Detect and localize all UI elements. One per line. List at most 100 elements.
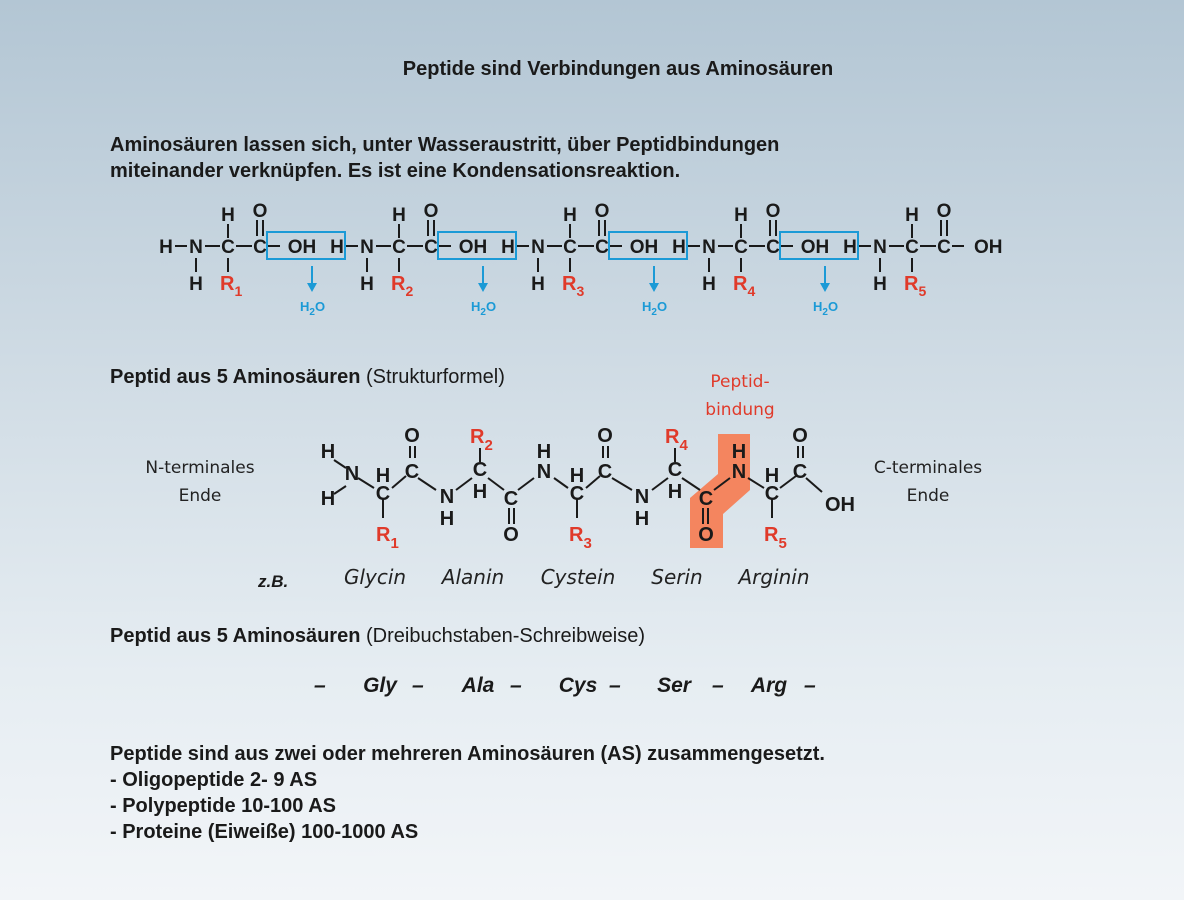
rx-nitrogen: N — [189, 237, 203, 258]
rx-hydroxyl: OH — [288, 237, 317, 258]
svg-text:OH: OH — [825, 494, 855, 516]
rx-r-group: R2 — [391, 273, 413, 299]
svg-text:C: C — [765, 483, 779, 505]
svg-text:C: C — [405, 461, 419, 483]
rx-carbonyl-o: O — [424, 201, 439, 222]
rx-carboxyl-carbon: C — [253, 237, 267, 258]
rx-alpha-h: H — [563, 205, 577, 226]
rx-arrow-head — [307, 283, 317, 292]
sequence-code: Cys — [558, 674, 598, 697]
sequence-dash: – — [712, 674, 724, 697]
rx-water-box — [608, 231, 688, 260]
structure-header-bold: Peptid aus 5 Aminosäuren — [110, 366, 361, 388]
rx-alpha-carbon: C — [392, 237, 406, 258]
three-letter-header-normal: (Dreibuchstaben-Schreibweise) — [366, 625, 646, 647]
svg-text:O: O — [792, 425, 808, 447]
sequence-code: Ala — [461, 674, 495, 697]
svg-text:H: H — [765, 465, 779, 487]
rx-amino-h: H — [159, 237, 173, 258]
rx-alpha-h: H — [905, 205, 919, 226]
sequence-dash: – — [804, 674, 816, 697]
c-terminal-line-1: C-terminales — [873, 458, 983, 478]
sequence-dash: – — [412, 674, 424, 697]
sequence-dash: – — [609, 674, 621, 697]
rx-carbonyl-o: O — [937, 201, 952, 222]
rx-r-group: R3 — [562, 273, 584, 299]
rx-terminal-hydroxyl: OH — [974, 237, 1003, 258]
rx-arrow-head — [478, 283, 488, 292]
rx-water-label: H2O — [471, 299, 496, 318]
rx-amino-h: H — [330, 237, 344, 258]
structure-r4: R4 — [665, 426, 688, 454]
svg-text:C: C — [570, 483, 584, 505]
summary-block: Peptide sind aus zwei oder mehreren Amin… — [110, 741, 825, 845]
peptide-bond-label: Peptid- bindung — [690, 368, 790, 424]
rx-water-box — [437, 231, 517, 260]
rx-r-group: R5 — [904, 273, 926, 299]
rx-amino-h: H — [672, 237, 686, 258]
svg-text:H: H — [473, 481, 487, 503]
svg-text:C: C — [598, 461, 612, 483]
rx-nitrogen: N — [360, 237, 374, 258]
sequence-code: Arg — [750, 674, 788, 697]
svg-text:H: H — [440, 508, 454, 530]
svg-text:H: H — [732, 441, 746, 463]
rx-carboxyl-carbon: C — [424, 237, 438, 258]
three-letter-header: Peptid aus 5 Aminosäuren (Dreibuchstaben… — [110, 625, 645, 648]
svg-text:H: H — [321, 488, 335, 510]
svg-text:H: H — [668, 481, 682, 503]
amino-acid-name: Glycin — [343, 565, 407, 589]
rx-water-label: H2O — [642, 299, 667, 318]
rx-carboxyl-carbon: C — [766, 237, 780, 258]
peptide-bond-label-line-2: bindung — [705, 400, 775, 420]
svg-text:C: C — [699, 488, 713, 510]
sequence-code: Ser — [657, 674, 691, 697]
intro-line-2: miteinander verknüpfen. Es ist eine Kond… — [110, 160, 681, 182]
amino-acid-name: Alanin — [441, 565, 505, 589]
rx-alpha-carbon: C — [221, 237, 235, 258]
c-terminal-label: C-terminales Ende — [868, 454, 988, 510]
rx-water-label: H2O — [300, 299, 325, 318]
rx-nitrogen: N — [531, 237, 545, 258]
structure-r5: R5 — [764, 524, 787, 552]
rx-amine-h: H — [360, 274, 374, 295]
svg-text:N: N — [635, 486, 649, 508]
rx-amine-h: H — [702, 274, 716, 295]
rx-carbonyl-o: O — [595, 201, 610, 222]
rx-nitrogen: N — [873, 237, 887, 258]
rx-amino-h: H — [843, 237, 857, 258]
sequence-dash: – — [314, 674, 326, 697]
n-terminal-line-2: Ende — [178, 486, 222, 506]
summary-item-polypeptide: - Polypeptide 10-100 AS — [110, 795, 336, 817]
structure-r3: R3 — [569, 524, 592, 552]
peptide-bond-highlight — [690, 434, 750, 548]
rx-carbonyl-o: O — [766, 201, 781, 222]
structure-atoms: H N H H C O C N H C H C O H N H C O C N … — [321, 425, 855, 546]
rx-alpha-h: H — [221, 205, 235, 226]
rx-hydroxyl: OH — [630, 237, 659, 258]
svg-text:C: C — [668, 459, 682, 481]
sequence-code: Gly — [363, 674, 397, 697]
rx-nitrogen: N — [702, 237, 716, 258]
structure-bonds — [333, 446, 823, 524]
three-letter-header-bold: Peptid aus 5 Aminosäuren — [110, 625, 361, 647]
rx-r-group: R4 — [733, 273, 755, 299]
svg-text:N: N — [537, 461, 551, 483]
svg-text:C: C — [504, 488, 518, 510]
rx-water-label: H2O — [813, 299, 838, 318]
svg-text:H: H — [635, 508, 649, 530]
svg-text:O: O — [698, 524, 714, 546]
svg-text:N: N — [440, 486, 454, 508]
svg-text:O: O — [597, 425, 613, 447]
amino-acid-name: Arginin — [738, 565, 810, 589]
rx-hydroxyl: OH — [801, 237, 830, 258]
svg-text:H: H — [537, 441, 551, 463]
rx-alpha-carbon: C — [563, 237, 577, 258]
peptide-bond-label-line-1: Peptid- — [710, 372, 770, 392]
svg-text:O: O — [404, 425, 420, 447]
rx-carbonyl-o: O — [253, 201, 268, 222]
rx-r-group: R1 — [220, 273, 242, 299]
svg-text:C: C — [473, 459, 487, 481]
